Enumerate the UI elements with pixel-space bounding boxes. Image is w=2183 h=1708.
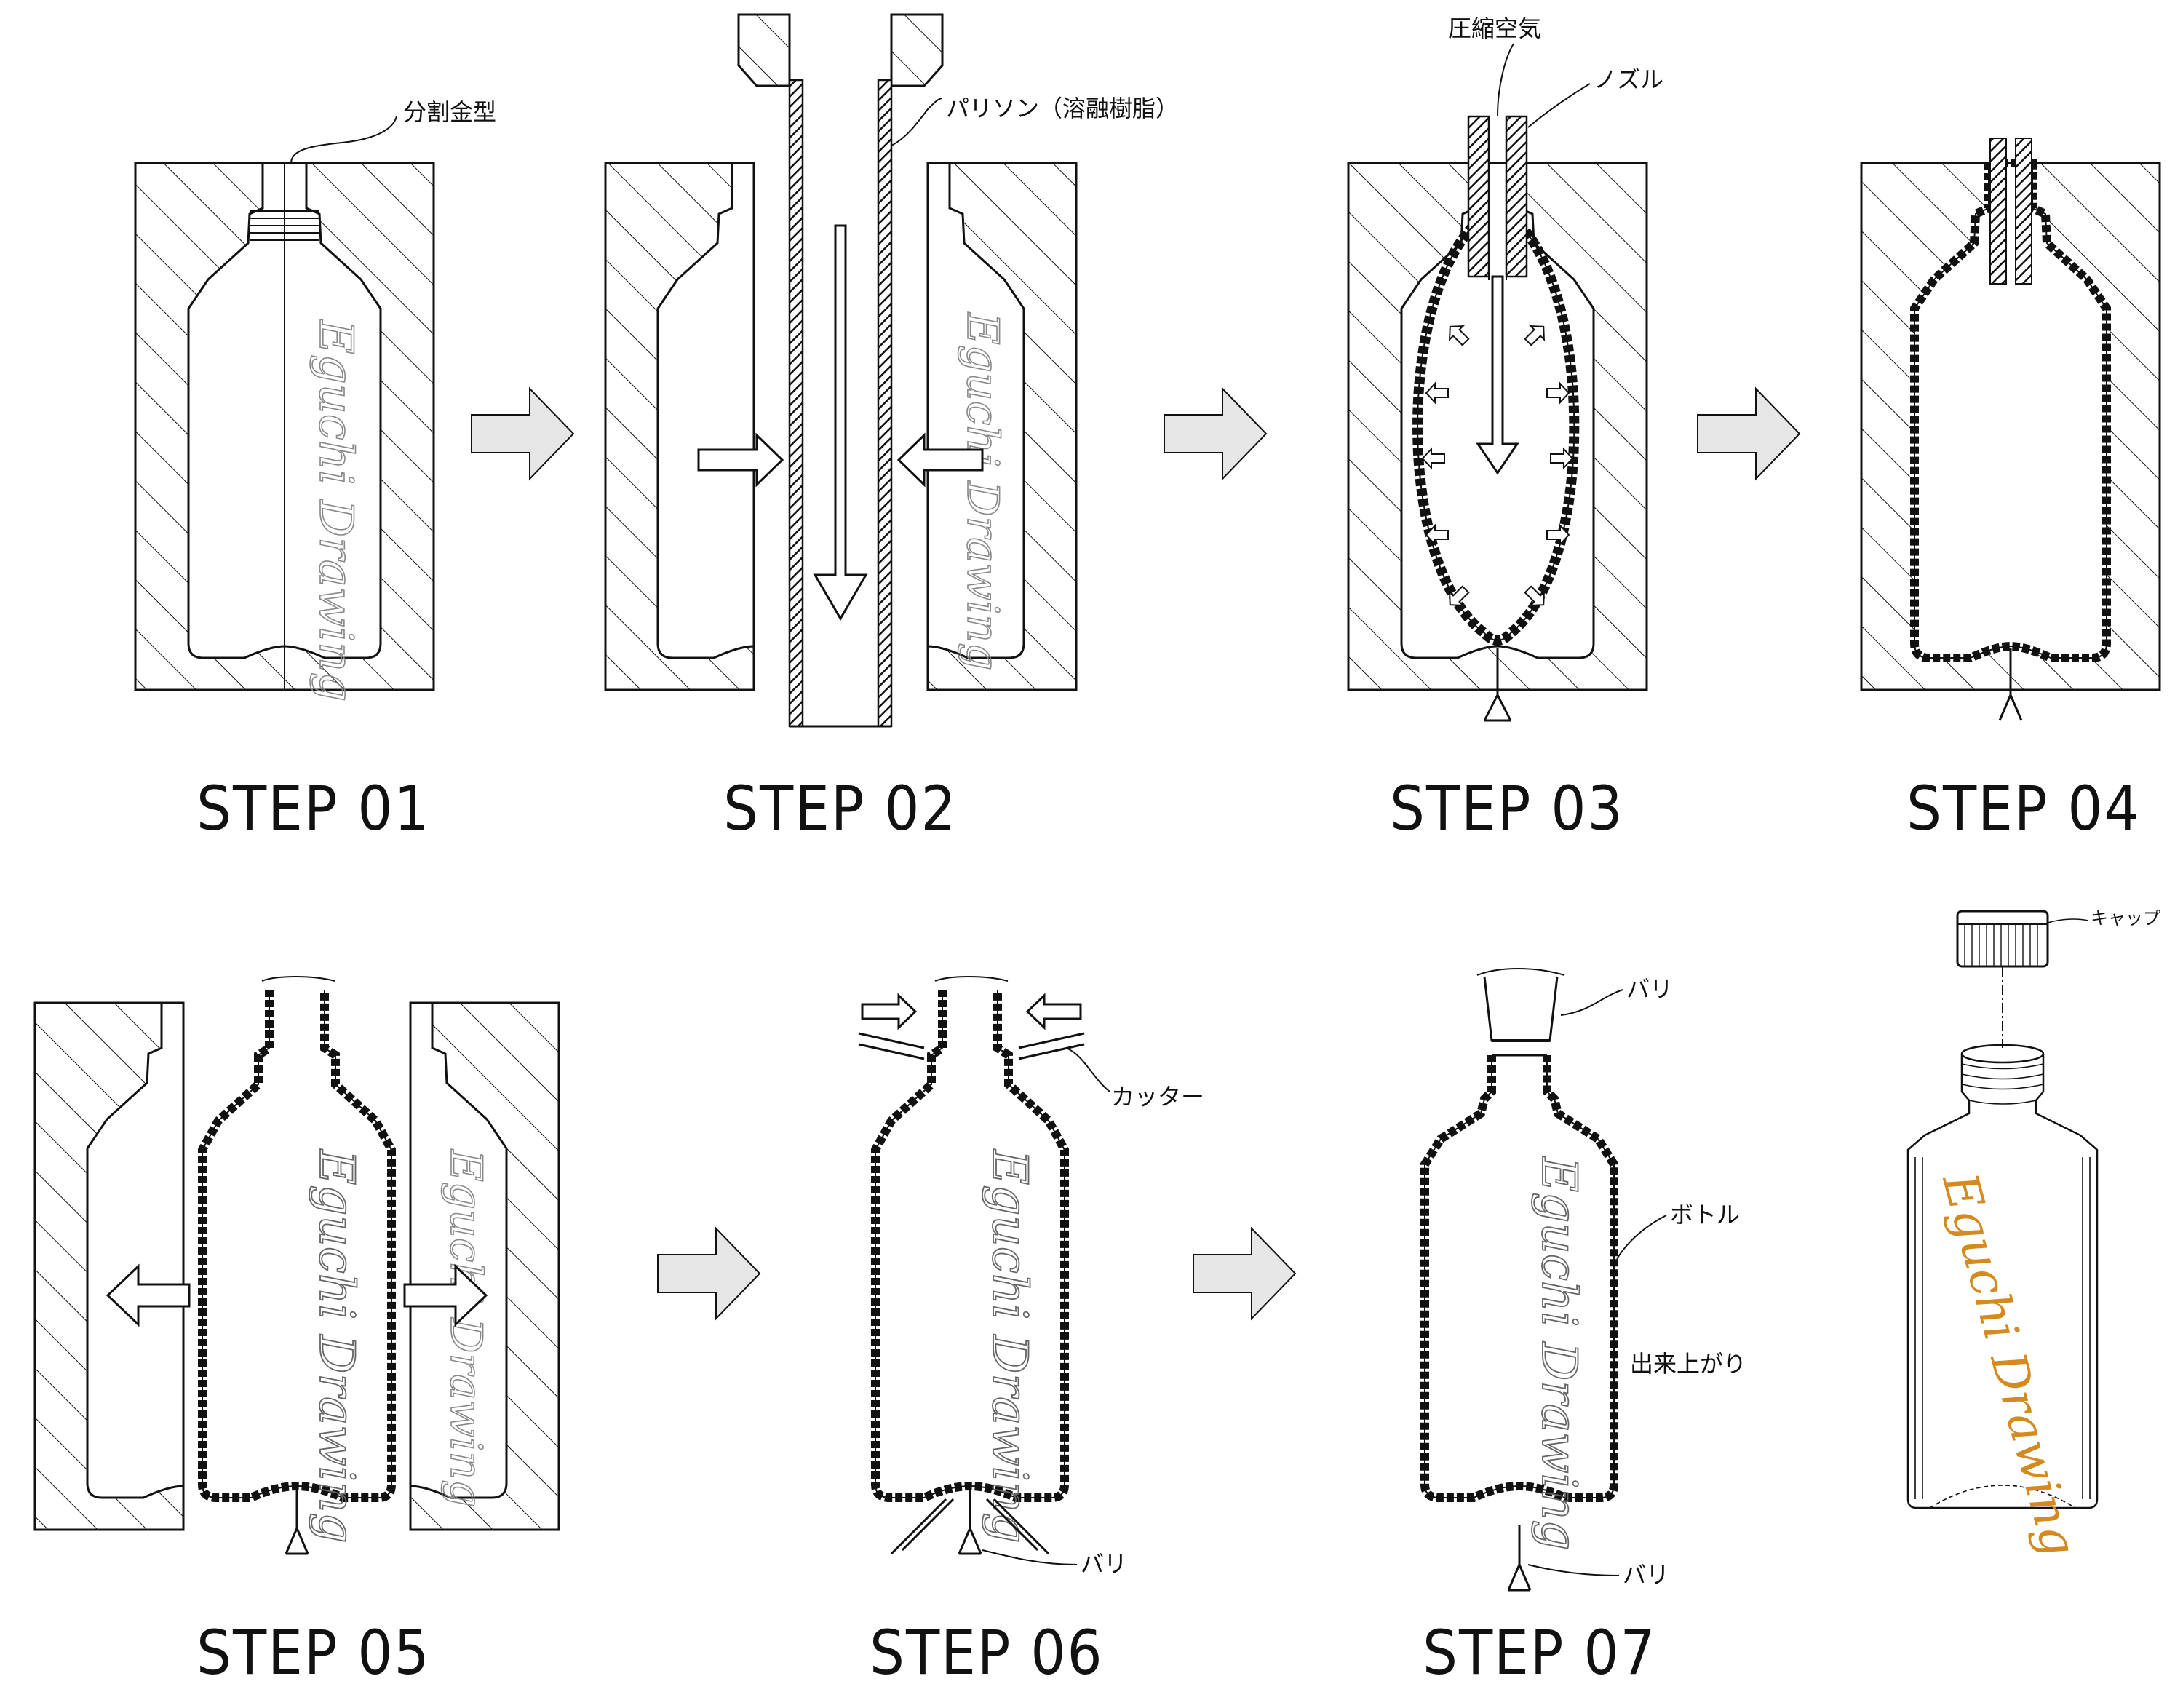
bottom-flash-step3 xyxy=(1483,648,1512,722)
bottom-flash-step5 xyxy=(285,1486,309,1555)
bottle-cap xyxy=(1956,910,2049,968)
step-04-group: STEP 04 xyxy=(1860,138,2161,844)
process-arrow-3 xyxy=(1697,388,1800,480)
bottom-flash-piece-step7 xyxy=(1507,1525,1532,1592)
open-arrow-right xyxy=(403,1263,488,1327)
mold-half-right-step2: Eguchi Drawing xyxy=(926,162,1078,691)
step-label-03: STEP 03 xyxy=(1390,773,1624,844)
pressure-arrows xyxy=(1421,325,1574,607)
bottle-step6: Eguchi Drawing xyxy=(871,976,1069,1544)
process-arrow-4 xyxy=(657,1228,760,1319)
callout-cap: キャップ xyxy=(2091,908,2160,929)
final-bottle xyxy=(1906,1044,2099,1509)
callout-split-mold: 分割金型 xyxy=(403,98,496,126)
step-label-07: STEP 07 xyxy=(1423,1617,1657,1688)
callout-nozzle: ノズル xyxy=(1594,65,1663,93)
engraved-logo-step5-mold: Eguchi Drawing xyxy=(440,1149,491,1508)
final-bottle-logo: Eguchi Drawing xyxy=(1931,1167,2088,1562)
bottle-logo-step7: Eguchi Drawing xyxy=(1531,1156,1587,1551)
bottom-flash-step4 xyxy=(1998,648,2023,721)
close-arrow-right xyxy=(896,432,984,488)
step-01-group: Eguchi Drawing 分割金型 STEP 01 xyxy=(134,98,496,844)
callout-flash-top: バリ xyxy=(1626,975,1673,1003)
process-arrow-5 xyxy=(1193,1228,1296,1319)
split-mold-step1: Eguchi Drawing xyxy=(134,162,435,702)
step-02-group: Eguchi Drawing パリソン（溶融樹脂） STEP 02 xyxy=(604,13,1179,844)
parison-tube xyxy=(788,79,893,728)
open-arrow-left xyxy=(106,1263,191,1327)
mold-half-left-step5 xyxy=(33,1001,185,1531)
step-label-02: STEP 02 xyxy=(723,773,958,844)
engraved-logo-step2: Eguchi Drawing xyxy=(957,312,1008,671)
final-product-group: キャップ Eguchi Drawing xyxy=(1906,908,2160,1562)
callout-cutter: カッター xyxy=(1111,1083,1204,1111)
step-03-group: 圧縮空気 ノズル STEP 03 xyxy=(1347,15,1663,844)
step-05-group: Eguchi Drawing Eguchi Drawing STEP 05 xyxy=(33,976,560,1688)
step-label-01: STEP 01 xyxy=(196,773,431,844)
blow-nozzle xyxy=(1467,115,1528,475)
process-arrow-2 xyxy=(1164,388,1267,480)
step-06-group: Eguchi Drawing カッター バリ STEP 06 xyxy=(858,976,1204,1688)
callout-compressed-air: 圧縮空気 xyxy=(1448,15,1541,42)
engraved-logo: Eguchi Drawing xyxy=(309,319,362,702)
mold-half-left-step2 xyxy=(604,162,755,691)
process-arrow-1 xyxy=(471,388,574,480)
step-label-04: STEP 04 xyxy=(1906,773,2141,844)
bottle-logo-step5: Eguchi Drawing xyxy=(309,1149,365,1544)
cutter-arrow-right xyxy=(1025,993,1082,1030)
close-arrow-left xyxy=(697,432,784,488)
mold-half-right-step5: Eguchi Drawing xyxy=(409,1001,560,1531)
closed-mold-step4 xyxy=(1860,159,2161,691)
mold-cavity xyxy=(187,162,382,690)
finished-bottle-step7: Eguchi Drawing xyxy=(1420,1054,1618,1552)
blow-nozzle-step4 xyxy=(1989,138,2032,285)
callout-flash-step6: バリ xyxy=(1081,1550,1127,1578)
callout-bottle: ボトル xyxy=(1670,1201,1740,1228)
step-label-05: STEP 05 xyxy=(196,1617,431,1688)
bottle-logo-step6: Eguchi Drawing xyxy=(982,1149,1038,1544)
bottom-flash-step6 xyxy=(958,1486,982,1555)
step-label-06: STEP 06 xyxy=(870,1617,1104,1688)
top-flash-piece xyxy=(1476,968,1565,1042)
callout-flash-step7: バリ xyxy=(1623,1561,1669,1589)
cutter-blades xyxy=(858,1032,1085,1555)
callout-finished: 出来上がり xyxy=(1630,1350,1746,1378)
callout-parison: パリソン（溶融樹脂） xyxy=(946,95,1179,122)
die-head xyxy=(737,13,944,87)
step-07-group: Eguchi Drawing バリ ボトル 出来上がり バリ STEP 07 xyxy=(1420,968,1746,1688)
cutter-arrow-left xyxy=(861,993,918,1030)
molded-bottle-step5: Eguchi Drawing xyxy=(198,976,396,1544)
